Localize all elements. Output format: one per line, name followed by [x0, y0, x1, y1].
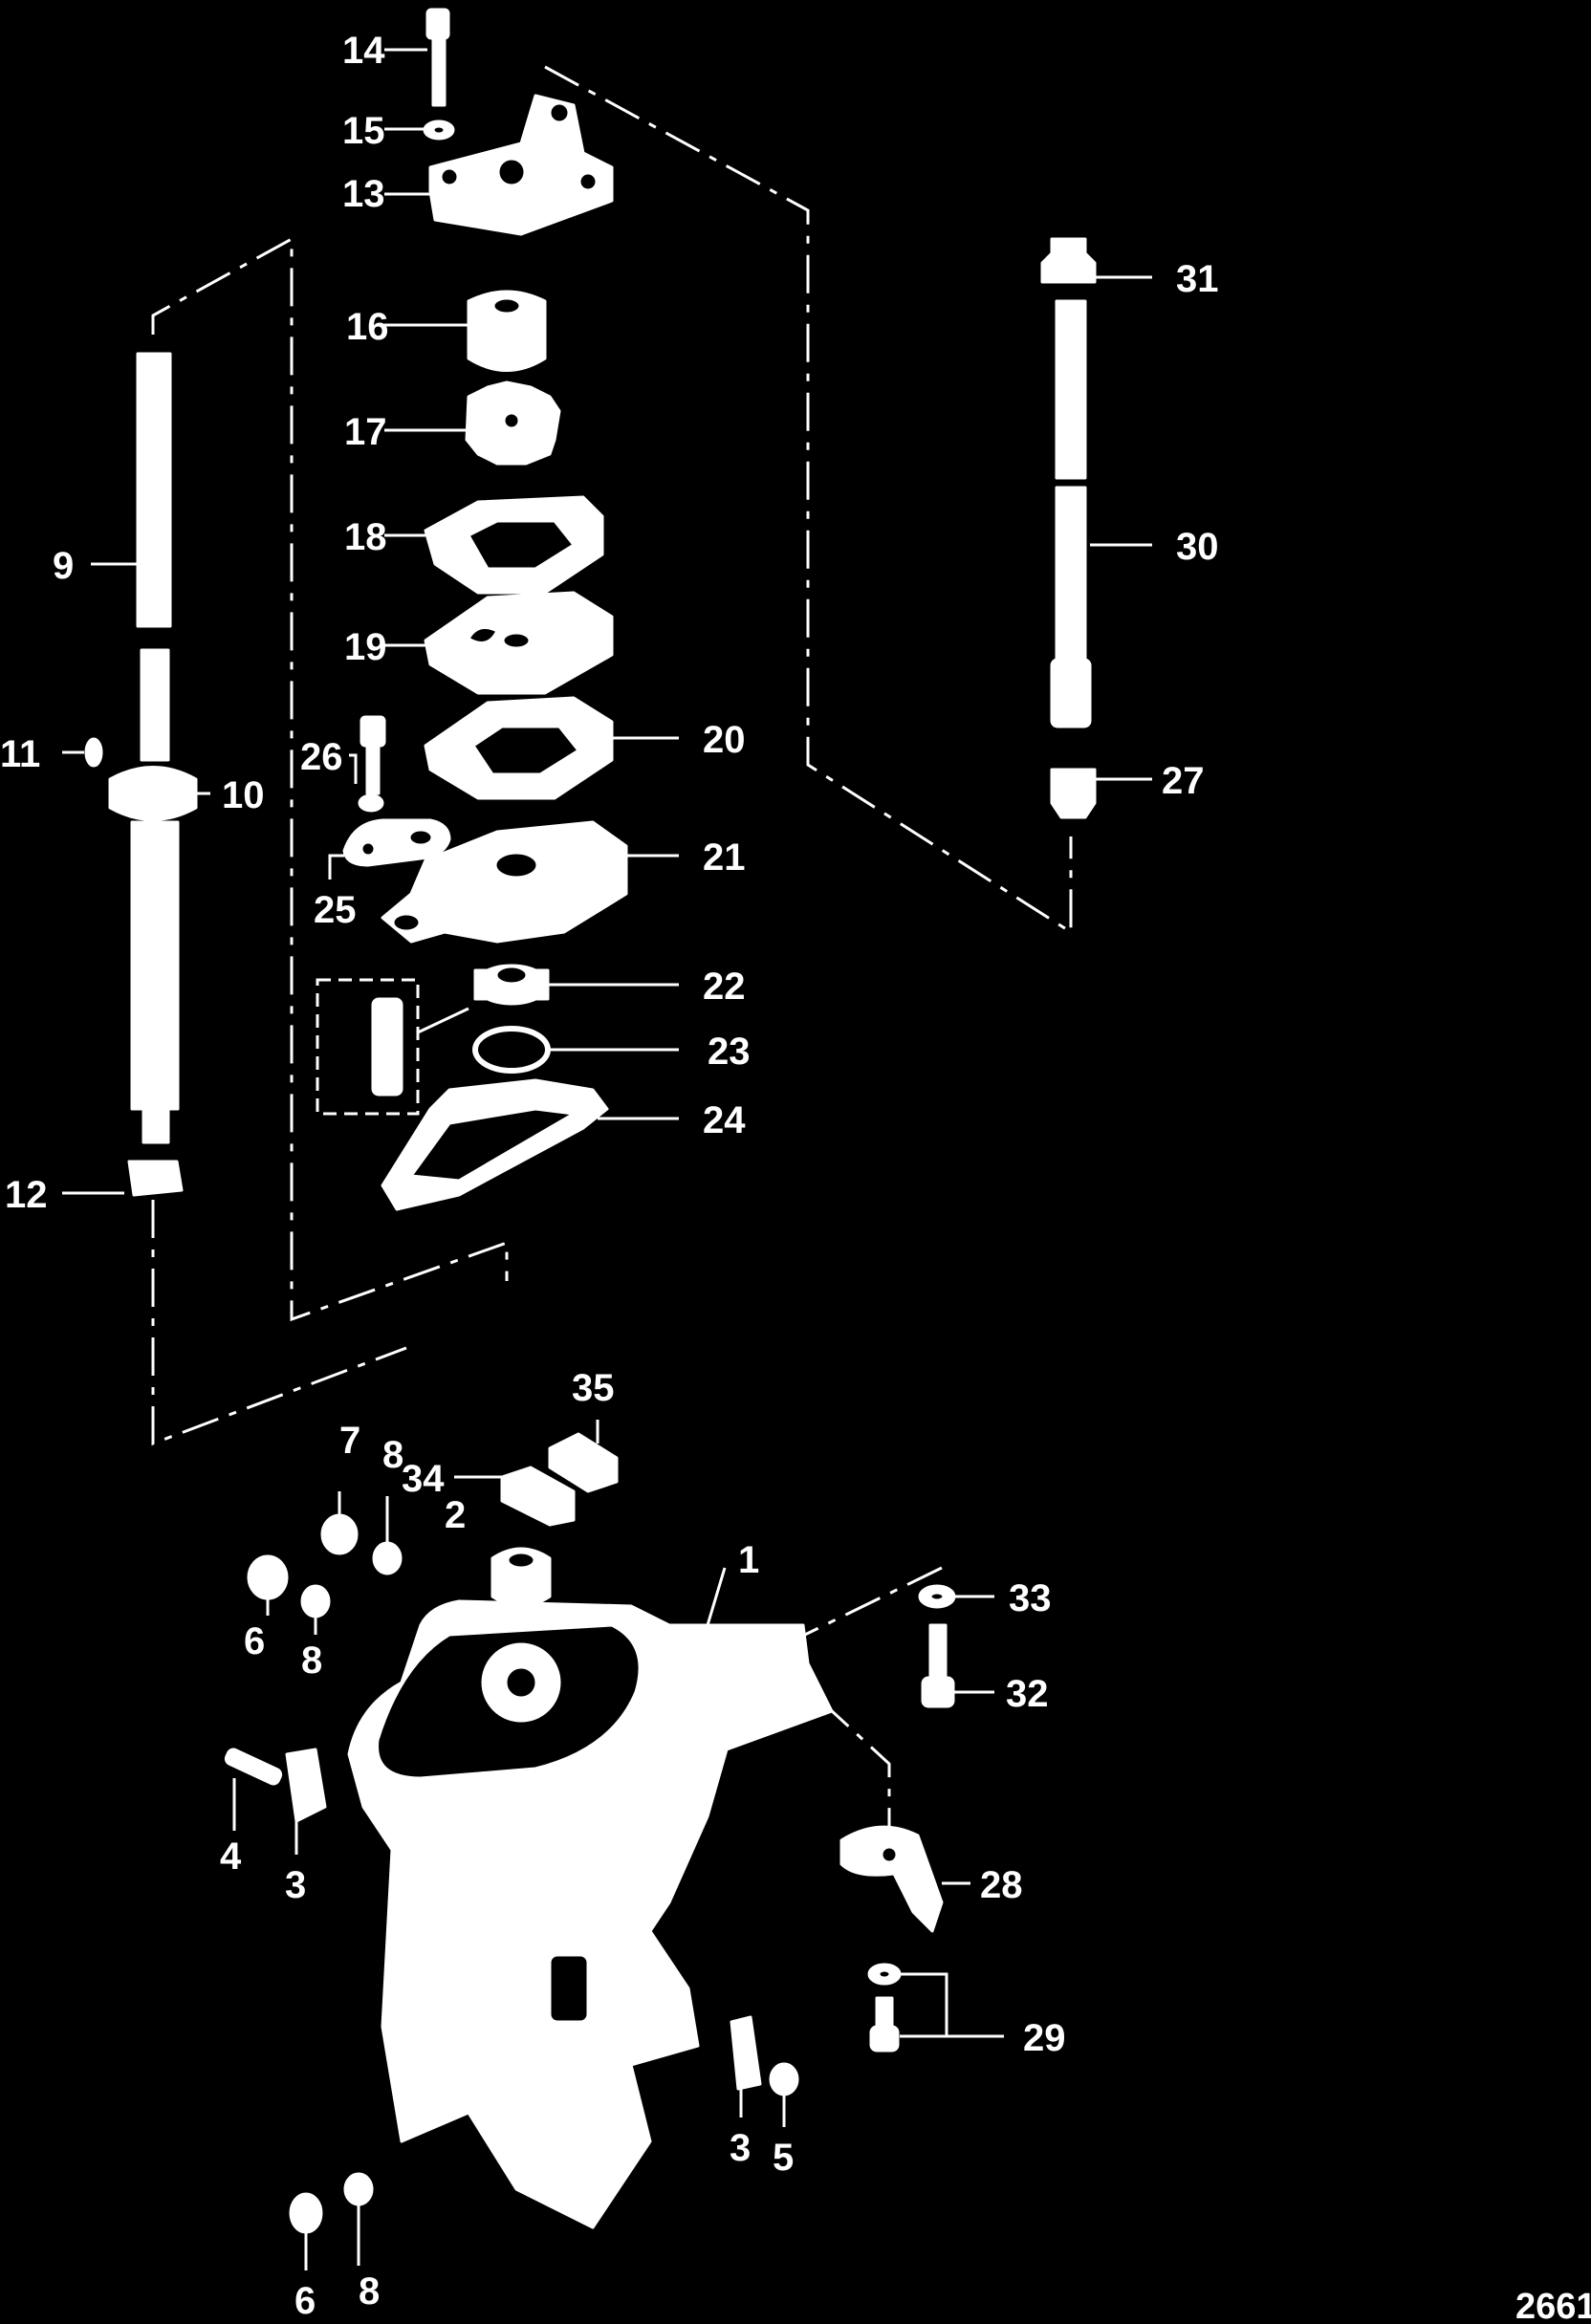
callout-19: 19 [344, 626, 387, 668]
callout-31: 31 [1176, 258, 1219, 300]
screw-6b [289, 2192, 323, 2234]
clip-3a [285, 1748, 327, 1823]
detail-box [316, 978, 420, 1116]
callout-21: 21 [703, 836, 746, 879]
screw-14 [425, 8, 450, 40]
washer-8b [300, 1584, 331, 1618]
callout-8-bottom: 8 [359, 2270, 380, 2313]
callout-25: 25 [314, 889, 357, 931]
grommet-31 [1040, 237, 1097, 284]
callout-16: 16 [346, 306, 389, 348]
callout-14: 14 [342, 30, 385, 72]
nut-5 [769, 2062, 799, 2096]
callout-8-mid: 8 [301, 1640, 322, 1682]
callout-8-top: 8 [382, 1434, 403, 1476]
anode-28 [839, 1825, 944, 1933]
pump-base-21 [381, 820, 628, 944]
screw-4 [224, 1748, 283, 1786]
screw-7 [320, 1513, 359, 1555]
callout-35: 35 [572, 1367, 615, 1409]
washer-8c [343, 2172, 374, 2206]
screw-6a [247, 1554, 289, 1600]
callout-6-bottom: 6 [294, 2280, 316, 2322]
callout-17: 17 [344, 411, 387, 453]
screw-26 [360, 715, 386, 748]
grommet-27 [1050, 768, 1097, 819]
bushing-2 [490, 1547, 552, 1608]
callouts: 14 15 13 16 17 18 19 20 26 21 25 22 23 2… [0, 30, 1591, 2324]
driveshaft-assembly [84, 352, 198, 1197]
o-ring-23 [472, 1026, 551, 1074]
callout-29: 29 [1023, 2017, 1066, 2059]
block-35 [548, 1432, 619, 1493]
callout-3-right: 3 [730, 2127, 751, 2169]
callout-15: 15 [342, 110, 385, 152]
bearing-10 [108, 766, 198, 821]
callout-12: 12 [5, 1174, 48, 1216]
callout-1: 1 [738, 1539, 759, 1581]
water-tube-assembly [1040, 237, 1097, 819]
water-pump-assembly [316, 8, 628, 1211]
callout-32-visible: 32 [1006, 1673, 1049, 1715]
callout-11: 11 [0, 733, 40, 775]
block-34 [500, 1466, 576, 1527]
washer-8a [372, 1541, 403, 1575]
callout-18: 18 [344, 516, 387, 558]
callout-28: 28 [980, 1864, 1023, 1906]
impeller-insert-16 [467, 290, 547, 372]
gear-housing [224, 1432, 956, 2234]
water-tube-30 [1055, 299, 1087, 480]
callout-9: 9 [53, 545, 74, 587]
callout-23: 23 [708, 1031, 751, 1073]
callout-22: 22 [703, 966, 746, 1008]
pin-11 [84, 737, 103, 768]
callout-10: 10 [222, 774, 265, 816]
callout-27: 27 [1162, 760, 1205, 802]
driveshaft-upper-9 [136, 352, 172, 628]
callout-2: 2 [445, 1494, 466, 1536]
callout-30: 30 [1176, 526, 1219, 568]
leader-lines [62, 48, 1152, 2270]
callout-34: 34 [402, 1458, 445, 1500]
callout-6-top: 6 [244, 1620, 265, 1662]
callout-20: 20 [703, 719, 746, 761]
callout-26: 26 [300, 736, 343, 778]
callout-13: 13 [342, 173, 385, 215]
clip-3b [730, 2015, 762, 2091]
pinion-gear-12 [127, 1160, 184, 1197]
callout-4: 4 [220, 1835, 242, 1878]
driveshaft-lower [140, 648, 170, 762]
figure-number: 2661 [1515, 2287, 1591, 2324]
callout-24: 24 [703, 1099, 746, 1141]
callout-5: 5 [773, 2137, 794, 2179]
callout-33: 33 [1009, 1577, 1052, 1619]
callout-7: 7 [339, 1420, 360, 1462]
callout-3-left: 3 [285, 1864, 306, 1906]
screw-32 [928, 1623, 948, 1684]
